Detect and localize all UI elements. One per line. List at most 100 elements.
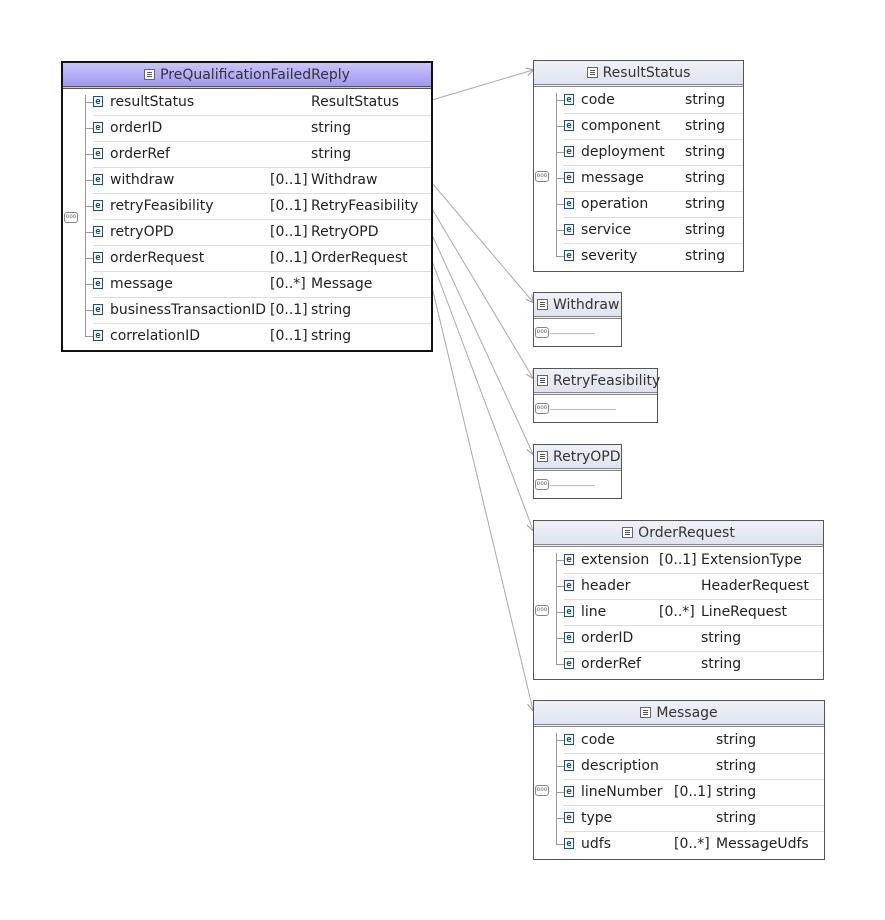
element-icon: e: [93, 96, 103, 107]
complex-type-icon: [586, 67, 598, 78]
sequence-icon: ooo: [535, 479, 549, 490]
element-icon: e: [93, 122, 103, 133]
type-box-header: PreQualificationFailedReply: [63, 63, 431, 89]
element-icon: e: [564, 94, 574, 105]
element-type: Message: [311, 276, 373, 292]
element-type: HeaderRequest: [701, 578, 809, 594]
element-icon: e: [93, 330, 103, 341]
type-box-retryfeasibility[interactable]: RetryFeasibility ooo: [533, 368, 661, 423]
element-type: string: [716, 758, 757, 774]
element-cardinality: [0..*]: [659, 604, 695, 620]
element-name: orderRef: [581, 656, 641, 672]
element-icon: e: [564, 120, 574, 131]
element-icon: e: [564, 786, 574, 797]
sequence-icon: ooo: [535, 403, 549, 414]
type-box-withdraw[interactable]: Withdraw ooo: [533, 292, 622, 347]
element-cardinality: [0..*]: [674, 836, 710, 852]
complex-type-icon: [537, 451, 548, 462]
sequence-icon: ooo: [535, 171, 549, 182]
element-icon: e: [93, 174, 103, 185]
element-cardinality: [0..1]: [270, 328, 308, 344]
element-icon: e: [564, 554, 574, 565]
sequence-icon: ooo: [535, 785, 549, 796]
element-icon: e: [93, 278, 103, 289]
element-type: string: [685, 196, 726, 212]
element-cardinality: [0..1]: [270, 224, 308, 240]
element-name: extension: [581, 552, 650, 568]
element-name: service: [581, 222, 632, 238]
element-name: code: [581, 92, 615, 108]
element-type: string: [716, 784, 757, 800]
type-box-header: RetryOPD: [534, 445, 621, 471]
element-row-operation[interactable]: e operation string: [556, 191, 743, 218]
element-type: RetryOPD: [311, 224, 379, 240]
complex-type-icon: [640, 707, 652, 718]
sequence-icon: ooo: [535, 605, 549, 616]
type-box-header: Withdraw: [534, 293, 621, 319]
element-name: orderRequest: [110, 250, 205, 266]
element-name: orderID: [581, 630, 634, 646]
complex-type-icon: [622, 527, 634, 538]
connector-retryopd: [431, 234, 533, 454]
element-type: string: [716, 810, 757, 826]
element-name: withdraw: [110, 172, 175, 188]
element-type: MessageUdfs: [716, 836, 809, 852]
element-icon: e: [564, 198, 574, 209]
element-type: string: [311, 120, 352, 136]
element-type: string: [701, 630, 742, 646]
type-title: RetryFeasibility: [553, 372, 661, 389]
element-name: deployment: [581, 144, 665, 160]
element-name: description: [581, 758, 659, 774]
element-name: header: [581, 578, 631, 594]
element-icon: e: [564, 812, 574, 823]
element-icon: e: [564, 658, 574, 669]
complex-type-icon: [537, 375, 548, 386]
type-box-header: RetryFeasibility: [534, 369, 661, 395]
element-icon: e: [93, 304, 103, 315]
type-title: Message: [656, 704, 718, 721]
type-title: ResultStatus: [602, 64, 691, 81]
element-name: line: [581, 604, 607, 620]
element-type: string: [311, 146, 352, 162]
type-title: Withdraw: [553, 296, 620, 313]
element-icon: e: [564, 734, 574, 745]
type-box-retryopd[interactable]: RetryOPD ooo: [533, 444, 622, 499]
sequence-icon: ooo: [535, 327, 549, 338]
element-type: string: [685, 170, 726, 186]
element-name: type: [581, 810, 613, 826]
element-name: udfs: [581, 836, 611, 852]
element-name: operation: [581, 196, 649, 212]
